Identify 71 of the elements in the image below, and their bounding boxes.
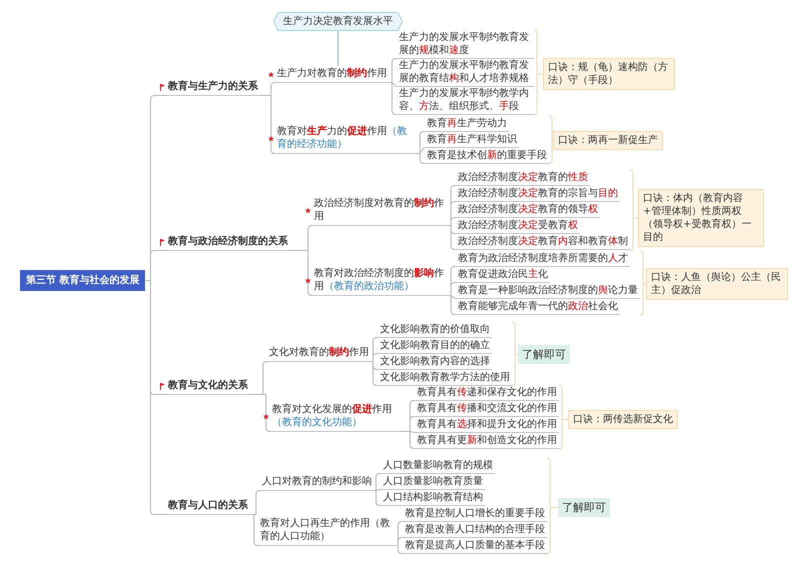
leaf-topic: 人口数量影响教育的规模	[380, 458, 495, 474]
leaf-topic: 人口结构影响教育结构	[380, 490, 485, 506]
connector-line	[400, 431, 414, 449]
leaf-topic: 教育为政治经济制度培养所需要的人才	[455, 251, 630, 267]
subtopic: 教育对生产力的促进作用（教育的经济功能）	[275, 124, 415, 154]
mnemonic-note: 口诀：规（龟）速构防（方法）守（手段）	[543, 58, 675, 90]
leaf-topic: 生产力的发展水平制约教育发展的教育结构和人才培养规格	[396, 58, 534, 87]
connector-line	[250, 514, 258, 546]
mnemonic-note: 口诀：两再一新促生产	[553, 131, 663, 150]
leaf-topic: 文化影响教育的价值取向	[377, 322, 492, 338]
leaf-topic: 政治经济制度决定教育的宗旨与目的	[455, 186, 620, 202]
connector-line	[290, 250, 312, 296]
subtopic: 生产力对教育的制约作用	[275, 66, 389, 83]
leaf-topic: 政治经济制度决定教育的领导权	[455, 202, 600, 218]
subtopic: 教育对人口再生产的作用（教育的人口功能）	[258, 516, 398, 546]
root-topic-box: 第三节 教育与社会的发展	[20, 270, 146, 291]
branch-topic: 教育与文化的关系	[166, 378, 250, 395]
leaf-topic: 政治经济制度决定教育内容和教育体制	[455, 234, 630, 250]
leaf-topic: 教育再生产劳动力	[424, 116, 509, 132]
branch-topic: 教育与生产力的关系	[166, 79, 260, 96]
leaf-topic: 教育是技术创新的重要手段	[424, 148, 549, 164]
connector-line	[414, 153, 424, 164]
note-tag: 了解即可	[518, 345, 570, 364]
connector-line	[388, 58, 396, 83]
leaf-topic: 教育具有传递和保存文化的作用	[414, 385, 559, 401]
leaf-topic: 教育具有更新和创造文化的作用	[414, 433, 559, 449]
mnemonic-note: 口诀：体内（教育内容+管理体制）性质两权（领导权+受教育权）一目的	[638, 189, 764, 247]
leaf-topic: 教育具有传播和交流文化的作用	[414, 401, 559, 417]
leaf-topic: 人口质量影响教育质量	[380, 474, 485, 490]
connector-line	[450, 217, 456, 226]
subtopic: 人口对教育的制约和影响	[260, 474, 374, 491]
leaf-topic: 政治经济制度决定受教育权	[455, 218, 580, 234]
subtopic: 政治经济制度对教育的制约作用	[312, 196, 452, 226]
connector-line	[374, 473, 380, 491]
connector-line	[374, 489, 380, 491]
branch-topic: 教育与政治经济制度的关系	[166, 234, 290, 251]
subtopic: 教育对文化发展的促进作用 （教育的文化功能）	[270, 402, 400, 432]
connector-line	[144, 280, 166, 515]
connector-line	[398, 545, 402, 554]
mnemonic-note: 口诀：两传选新促文化	[568, 410, 678, 429]
connector-line	[370, 353, 378, 362]
subtopic: 文化对教育的制约作用	[267, 345, 371, 362]
leaf-topic: 教育再生产科学知识	[424, 132, 519, 148]
leaf-topic: 文化影响教育目的的确立	[377, 338, 492, 354]
connector-line	[450, 295, 456, 299]
connector-line	[370, 361, 378, 386]
leaf-topic: 文化影响教育内容的选择	[377, 354, 492, 370]
connector-line	[450, 282, 456, 296]
subtopic: 教育对政治经济制度的影响作用（教育的政治功能）	[312, 266, 452, 296]
leaf-topic: 教育是一种影响政治经济制度的舆论力量	[455, 283, 640, 299]
leaf-topic: 文化影响教育教学方法的使用	[377, 370, 512, 386]
branch-topic: 教育与人口的关系	[166, 498, 250, 515]
hexagon-topic: 生产力决定教育发展水平	[273, 12, 403, 31]
leaf-topic: 教育能够完成年青一代的政治社会化	[455, 299, 620, 315]
connector-line	[450, 295, 456, 315]
leaf-topic: 教育是改善人口结构的合理手段	[402, 522, 547, 538]
leaf-topic: 政治经济制度决定教育的性质	[455, 170, 590, 186]
connector-line	[388, 82, 396, 115]
leaf-topic: 教育促进政治民主化	[455, 267, 550, 283]
connector-line	[398, 537, 402, 546]
leaf-topic: 生产力的发展水平制约教学内容、方法、组织形式、手段	[396, 86, 534, 115]
mnemonic-note: 口诀：人鱼（舆论）公主（民主）促政治	[646, 268, 788, 300]
leaf-topic: 教育具有选择和提升文化的作用	[414, 417, 559, 433]
connector-line	[250, 394, 270, 432]
leaf-topic: 生产力的发展水平制约教育发展的规模和速度	[396, 30, 534, 59]
connector-line	[260, 95, 276, 154]
note-tag: 了解即可	[558, 498, 610, 517]
leaf-topic: 教育是提高人口质量的基本手段	[402, 538, 547, 554]
connector-line	[374, 490, 380, 506]
leaf-topic: 教育是控制人口增长的重要手段	[402, 506, 547, 522]
connector-line	[450, 225, 456, 250]
